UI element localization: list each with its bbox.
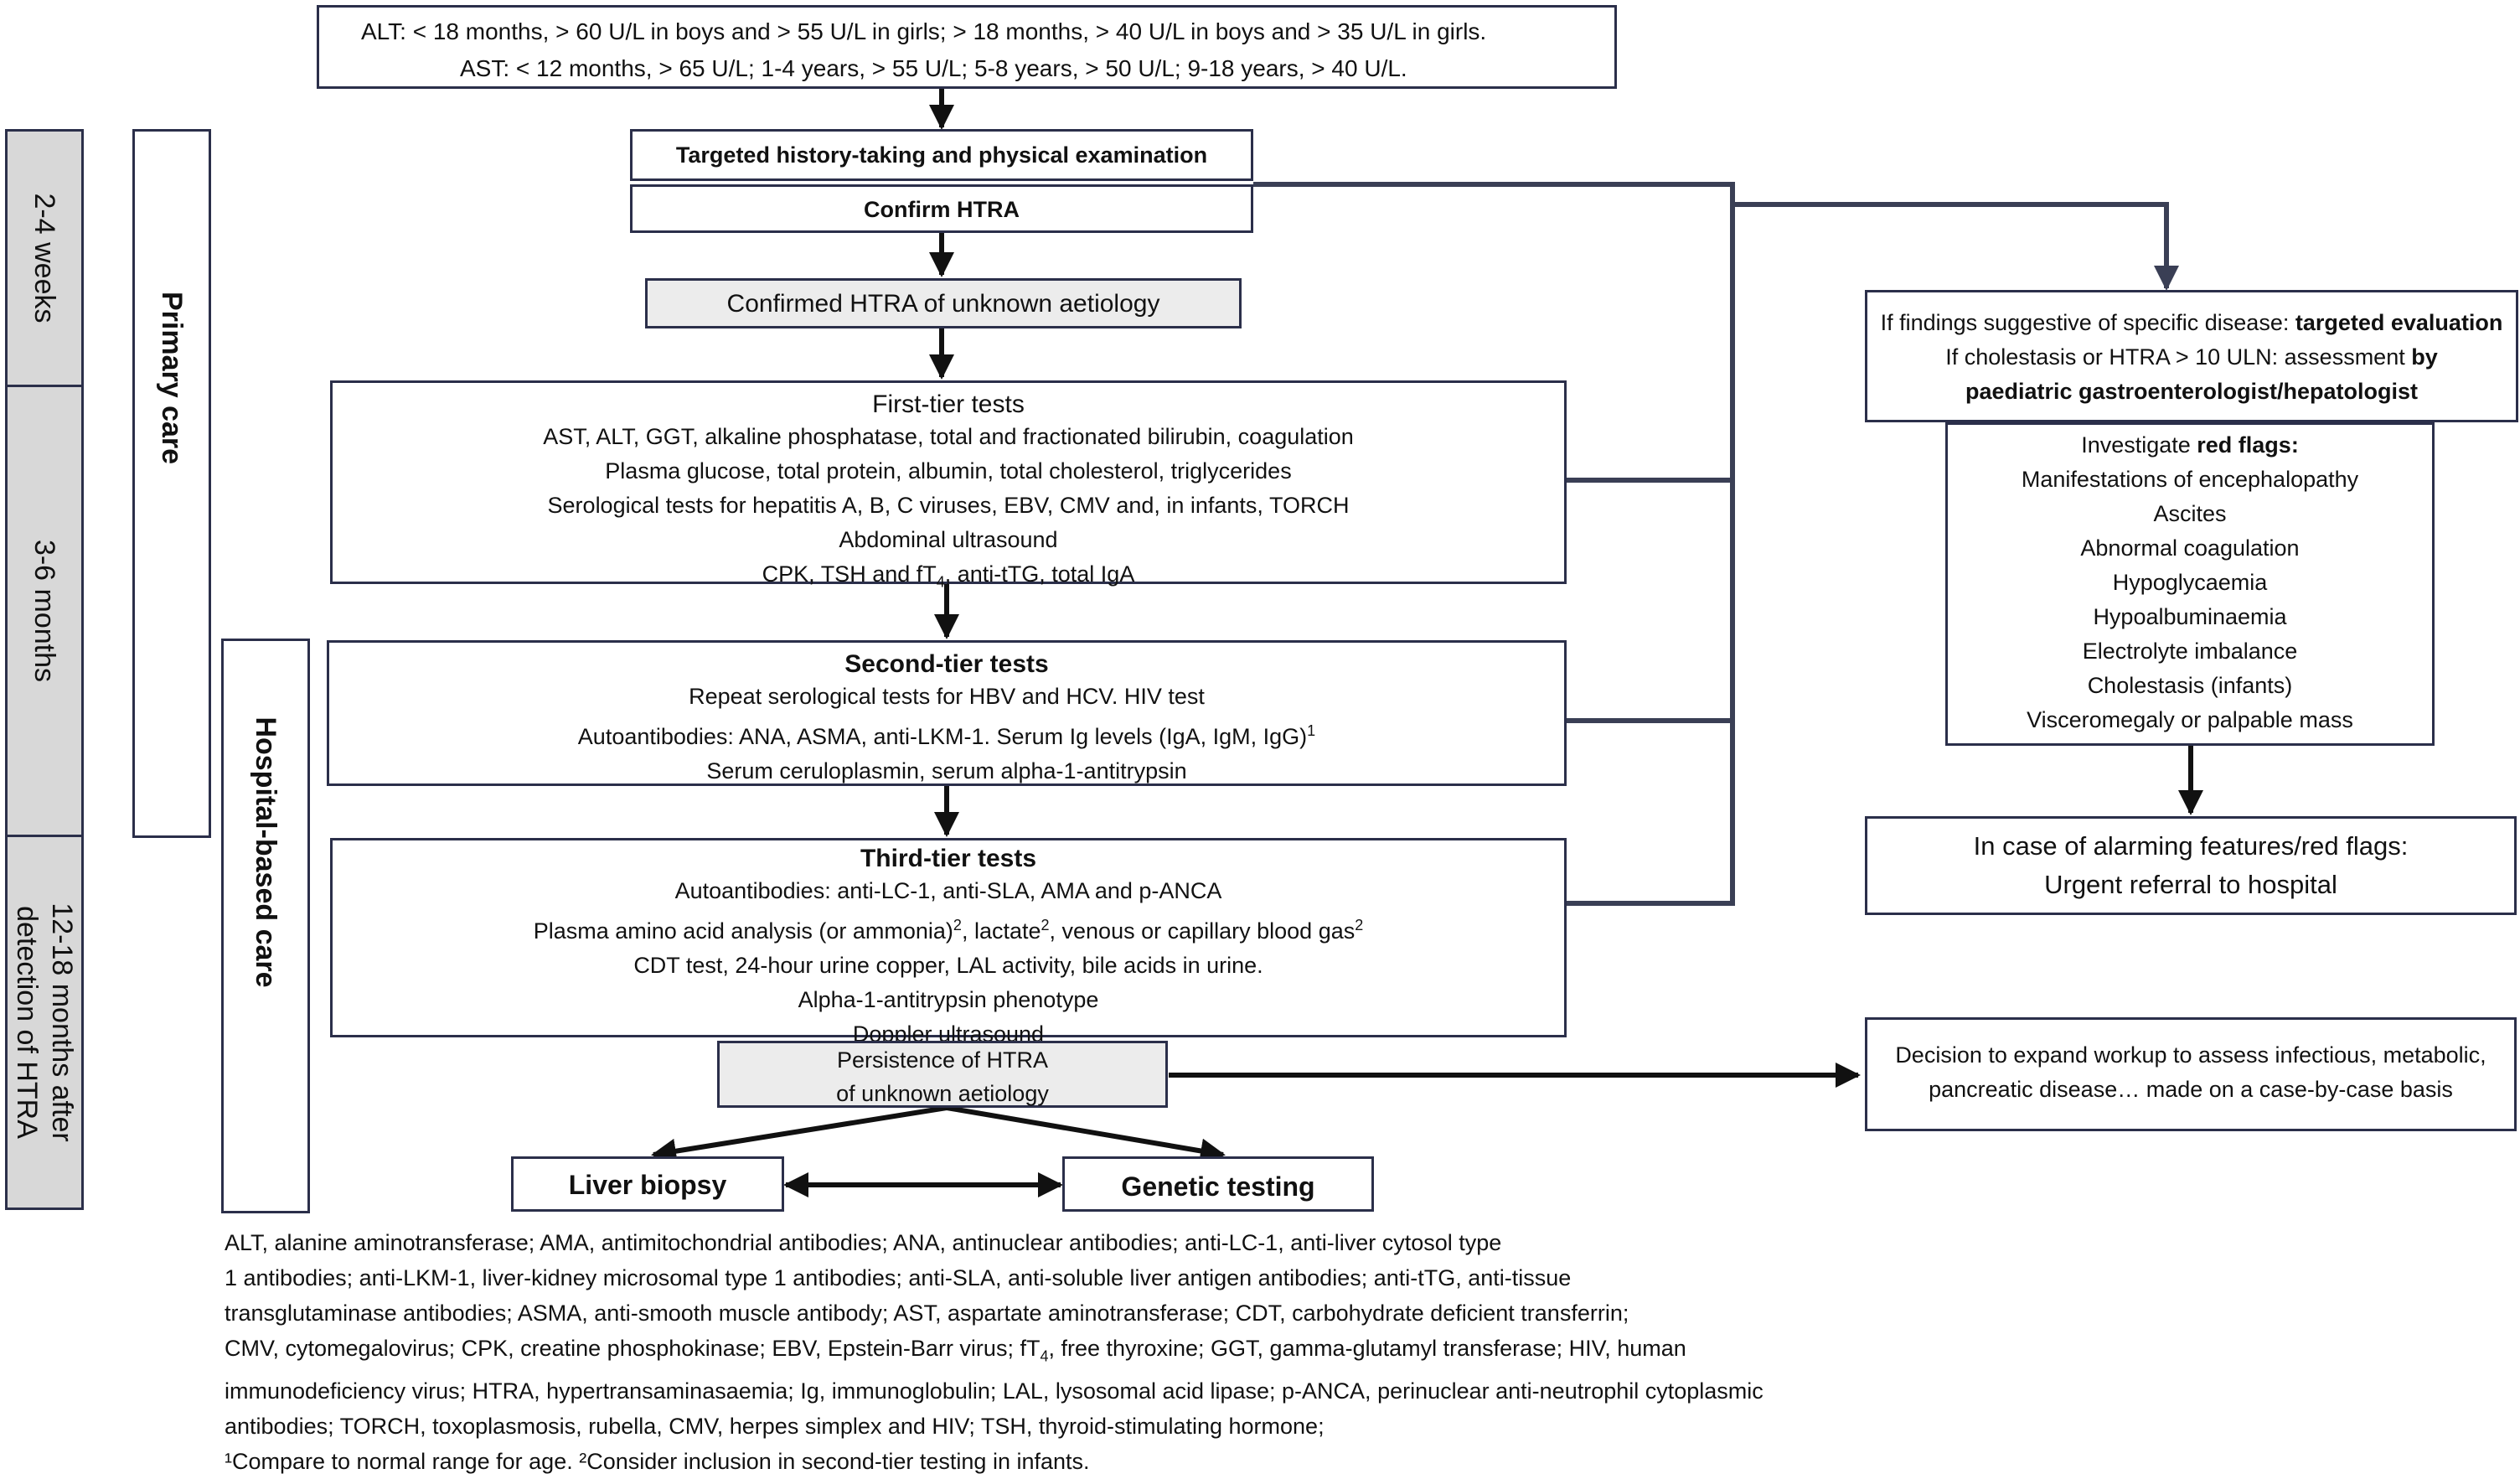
ast-threshold: AST: < 12 months, > 65 U/L; 1-4 years, >… xyxy=(460,55,1407,81)
urgent-referral-box: In case of alarming features/red flags: … xyxy=(1865,816,2517,915)
specific-disease-box: If findings suggestive of specific disea… xyxy=(1865,290,2518,422)
third-tier-item-2: Plasma amino acid analysis (or ammonia)2… xyxy=(333,908,1564,949)
red-flag-item: Electrolyte imbalance xyxy=(2082,639,2298,664)
urgent-line-2: Urgent referral to hospital xyxy=(2044,870,2337,899)
timeline-label-3-6-months: 3-6 months xyxy=(28,539,60,683)
legend-line-4-sub: 4 xyxy=(1040,1347,1049,1365)
first-tier-title: First-tier tests xyxy=(872,390,1025,418)
red-flag-item: Ascites xyxy=(2153,501,2227,526)
first-tier-item-5-sub: 4 xyxy=(936,573,945,591)
primary-care-box: Primary care xyxy=(132,129,211,838)
persistence-line-1: Persistence of HTRA xyxy=(836,1047,1049,1073)
legend-line: antibodies; TORCH, toxoplasmosis, rubell… xyxy=(225,1414,1325,1440)
red-flag-item: Hypoalbuminaemia xyxy=(2093,604,2287,629)
arrow-persistence-to-biopsy xyxy=(651,1105,948,1164)
persistence-box: Persistence of HTRA of unknown aetiology xyxy=(717,1041,1168,1108)
urgent-line-1: In case of alarming features/red flags: xyxy=(1973,831,2409,861)
genetic-testing-label: Genetic testing xyxy=(1121,1171,1315,1202)
second-tier-item-1: Repeat serological tests for HBV and HCV… xyxy=(689,684,1205,709)
first-tier-item-3: Serological tests for hepatitis A, B, C … xyxy=(547,493,1350,518)
legend-line: immunodeficiency virus; HTRA, hypertrans… xyxy=(225,1378,1763,1404)
liver-biopsy-label: Liver biopsy xyxy=(568,1170,727,1200)
first-tier-item-5a: CPK, TSH and fT xyxy=(762,561,937,587)
alt-threshold: ALT: < 18 months, > 60 U/L in boys and >… xyxy=(361,18,1487,44)
persistence-line-2: of unknown aetiology xyxy=(836,1081,1049,1106)
second-tier-box: Second-tier tests Repeat serological tes… xyxy=(327,640,1567,786)
third-tier-item-3: CDT test, 24-hour urine copper, LAL acti… xyxy=(633,953,1263,978)
third-tier-item-4: Alpha-1-antitrypsin phenotype xyxy=(798,987,1099,1012)
expand-line-1: Decision to expand workup to assess infe… xyxy=(1895,1042,2486,1068)
specific-line-2: If cholestasis or HTRA > 10 ULN: assessm… xyxy=(1867,340,2516,375)
second-tier-item-2-text: Autoantibodies: ANA, ASMA, anti-LKM-1. S… xyxy=(577,724,1308,749)
red-flag-item: Abnormal coagulation xyxy=(2080,535,2300,561)
specific-line-1a: If findings suggestive of specific disea… xyxy=(1880,310,2295,335)
abbreviations-legend: ALT, alanine aminotransferase; AMA, anti… xyxy=(225,1225,1900,1479)
red-flag-item: Hypoglycaemia xyxy=(2112,570,2268,595)
arrow-persistence-to-genetic xyxy=(946,1105,1226,1164)
timeline-period-3-6-months: 3-6 months xyxy=(5,385,84,837)
specific-line-1: If findings suggestive of specific disea… xyxy=(1867,306,2516,340)
timeline-label-12-18-line1: 12-18 months after xyxy=(46,902,78,1142)
legend-line-4b: , free thyroxine; GGT, gamma-glutamyl tr… xyxy=(1048,1336,1686,1361)
specific-line-2b: by xyxy=(2411,344,2438,370)
legend-footnotes: ¹Compare to normal range for age. ²Consi… xyxy=(225,1449,1090,1475)
third-tier-sup-b: 2 xyxy=(1041,917,1050,933)
timeline-period-2-4-weeks: 2-4 weeks xyxy=(5,129,84,387)
third-tier-item-1: Autoantibodies: anti-LC-1, anti-SLA, AMA… xyxy=(674,878,1222,903)
first-tier-box: First-tier tests AST, ALT, GGT, alkaline… xyxy=(330,380,1567,590)
red-flags-intro-b: red flags: xyxy=(2197,432,2299,458)
second-tier-item-2: Autoantibodies: ANA, ASMA, anti-LKM-1. S… xyxy=(329,714,1564,754)
red-flag-item: Visceromegaly or palpable mass xyxy=(2027,707,2353,732)
hospital-care-label: Hospital-based care xyxy=(250,716,281,988)
history-box: Targeted history-taking and physical exa… xyxy=(630,129,1253,181)
liver-biopsy-box: Liver biopsy xyxy=(511,1156,784,1212)
legend-line: 1 antibodies; anti-LKM-1, liver-kidney m… xyxy=(225,1265,1572,1290)
red-flag-item: Cholestasis (infants) xyxy=(2087,673,2293,698)
legend-line-4a: CMV, cytomegalovirus; CPK, creatine phos… xyxy=(225,1336,1041,1361)
bracket-to-specific xyxy=(1253,182,1735,906)
third-tier-box: Third-tier tests Autoantibodies: anti-LC… xyxy=(330,838,1567,1047)
history-label: Targeted history-taking and physical exa… xyxy=(675,142,1208,168)
first-tier-item-2: Plasma glucose, total protein, albumin, … xyxy=(605,458,1292,484)
third-tier-item-2b: , lactate xyxy=(961,918,1041,944)
legend-line-4: CMV, cytomegalovirus; CPK, creatine phos… xyxy=(225,1331,1900,1373)
arrow-to-specific xyxy=(1732,202,2179,291)
confirm-label: Confirm HTRA xyxy=(864,197,1020,222)
red-flags-intro-a: Investigate xyxy=(2081,432,2197,458)
specific-line-2a: If cholestasis or HTRA > 10 ULN: assessm… xyxy=(1945,344,2412,370)
third-tier-sup-a: 2 xyxy=(953,917,962,933)
timeline-label-12-18-line2: detection of HTRA xyxy=(11,906,43,1139)
first-tier-item-5: CPK, TSH and fT4, anti-tTG, total IgA xyxy=(333,557,1564,599)
red-flags-box: Investigate red flags: Manifestations of… xyxy=(1945,422,2435,746)
confirmed-unknown-box: Confirmed HTRA of unknown aetiology xyxy=(645,278,1242,328)
specific-line-1b: targeted evaluation xyxy=(2295,310,2503,335)
expand-workup-box: Decision to expand workup to assess infe… xyxy=(1865,1017,2517,1131)
primary-care-label: Primary care xyxy=(156,291,188,465)
timeline-period-12-18-months: 12-18 months after detection of HTRA xyxy=(5,835,84,1210)
second-tier-item-2-sup: 1 xyxy=(1307,722,1316,739)
first-tier-item-1: AST, ALT, GGT, alkaline phosphatase, tot… xyxy=(543,424,1354,449)
second-tier-item-3: Serum ceruloplasmin, serum alpha-1-antit… xyxy=(706,758,1187,783)
first-tier-item-5b: , anti-tTG, total IgA xyxy=(944,561,1135,587)
timeline-label-2-4-weeks: 2-4 weeks xyxy=(28,193,60,323)
third-tier-item-2a: Plasma amino acid analysis (or ammonia) xyxy=(533,918,953,944)
expand-line-2: pancreatic disease… made on a case-by-ca… xyxy=(1929,1077,2453,1102)
second-tier-title: Second-tier tests xyxy=(844,650,1049,678)
genetic-testing-box: Genetic testing xyxy=(1062,1156,1374,1212)
legend-line: ALT, alanine aminotransferase; AMA, anti… xyxy=(225,1230,1502,1255)
third-tier-sup-c: 2 xyxy=(1355,917,1364,933)
timeline-label-12-18-months: 12-18 months after detection of HTRA xyxy=(9,902,80,1141)
specific-line-3: paediatric gastroenterologist/hepatologi… xyxy=(1965,379,2419,404)
threshold-box: ALT: < 18 months, > 60 U/L in boys and >… xyxy=(317,5,1617,89)
legend-line: transglutaminase antibodies; ASMA, anti-… xyxy=(225,1301,1629,1326)
confirmed-unknown-label: Confirmed HTRA of unknown aetiology xyxy=(726,290,1160,318)
confirm-box: Confirm HTRA xyxy=(630,184,1253,233)
first-tier-item-4: Abdominal ultrasound xyxy=(839,527,1058,552)
red-flag-item: Manifestations of encephalopathy xyxy=(2021,467,2359,492)
third-tier-item-2c: , venous or capillary blood gas xyxy=(1049,918,1356,944)
third-tier-title: Third-tier tests xyxy=(860,845,1037,872)
red-flags-intro: Investigate red flags: xyxy=(1948,428,2432,463)
hospital-care-box: Hospital-based care xyxy=(221,639,310,1213)
